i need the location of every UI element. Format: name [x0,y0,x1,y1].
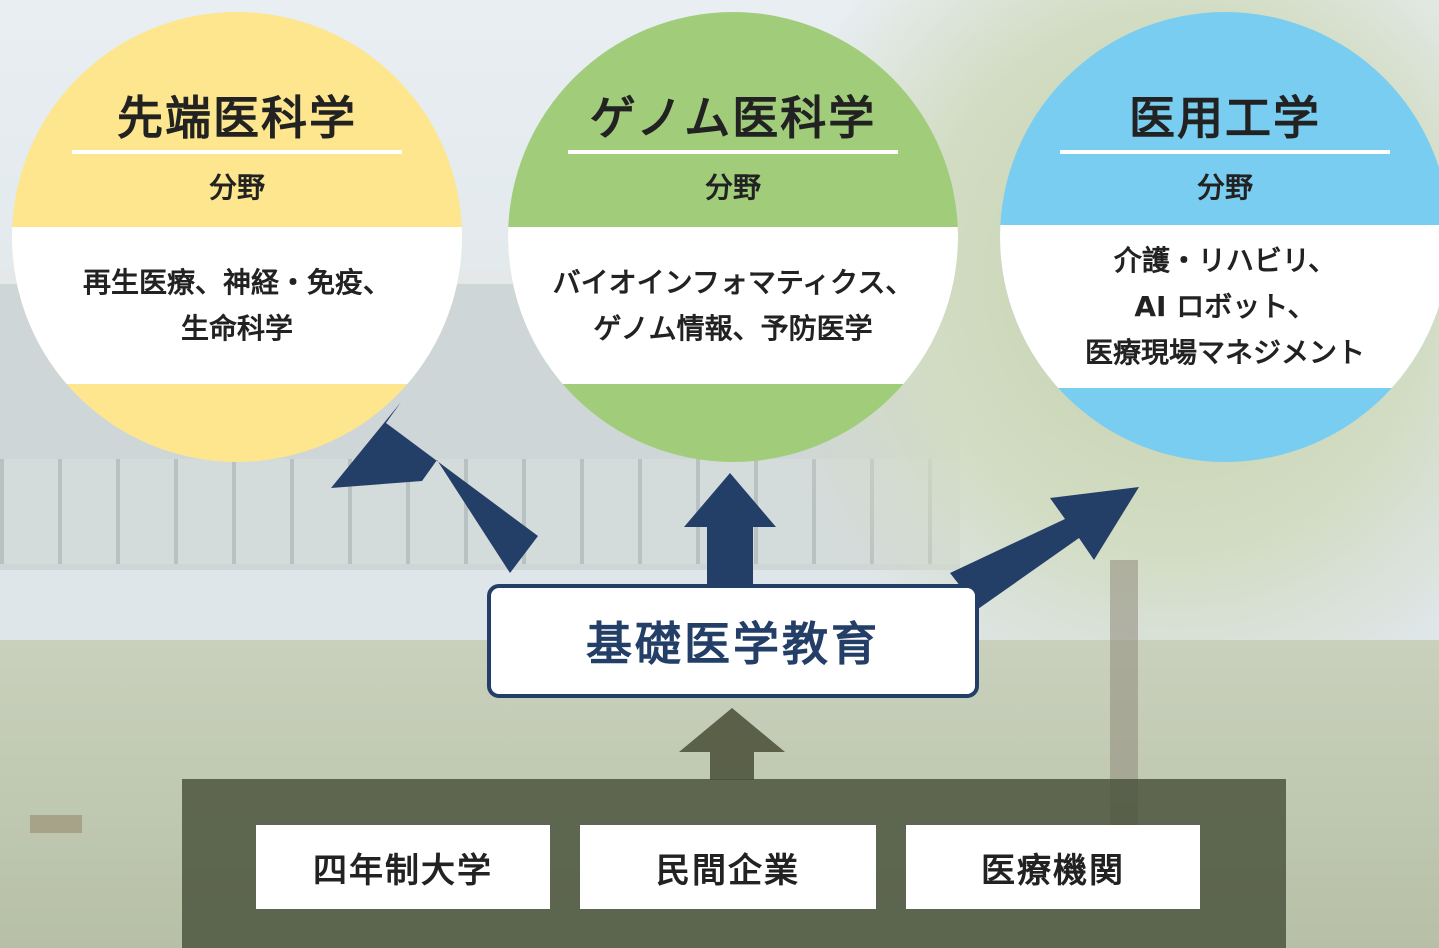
title-underline [72,150,402,154]
arrow-to-engineering [950,487,1139,609]
topic-line: 生命科学 [180,311,293,345]
field-circle-genome-medicine: ゲノム医科学 分野 バイオインフォマティクス、 ゲノム情報、予防医学 [508,12,958,462]
arrow-up-from-sources [679,708,785,780]
field-circle-advanced-medicine: 先端医科学 分野 再生医療、神経・免疫、 生命科学 [12,12,462,462]
basic-medical-education-box: 基礎医学教育 [487,584,979,698]
topic-line: AI ロボット、 [1134,289,1316,323]
arrow-to-advanced [331,402,538,573]
field-subtitle: 分野 [1196,171,1253,204]
arrow-to-genome [684,473,776,586]
topic-line: 医療現場マネジメント [1084,335,1365,369]
source-private-company: 民間企業 [580,825,876,909]
title-underline [568,150,898,154]
field-title: 先端医科学 [117,91,357,145]
field-topics: 再生医療、神経・免疫、 生命科学 [12,227,462,384]
field-topics: バイオインフォマティクス、 ゲノム情報、予防医学 [508,227,958,384]
bench [30,815,82,833]
center-label: 基礎医学教育 [586,617,880,671]
topic-line: 介護・リハビリ、 [1113,243,1337,277]
topic-line: バイオインフォマティクス、 [552,265,914,299]
field-subtitle: 分野 [208,171,265,204]
topic-line: ゲノム情報、予防医学 [593,311,873,345]
source-university: 四年制大学 [256,825,550,909]
field-topics: 介護・リハビリ、 AI ロボット、 医療現場マネジメント [1000,225,1439,388]
source-medical-institution: 医療機関 [906,825,1200,909]
topic-line: 再生医療、神経・免疫、 [82,265,391,299]
title-underline [1060,150,1390,154]
field-subtitle: 分野 [704,171,761,204]
field-title: 医用工学 [1129,91,1321,145]
field-title: ゲノム医科学 [589,91,877,145]
field-circle-medical-engineering: 医用工学 分野 介護・リハビリ、 AI ロボット、 医療現場マネジメント [1000,12,1439,462]
